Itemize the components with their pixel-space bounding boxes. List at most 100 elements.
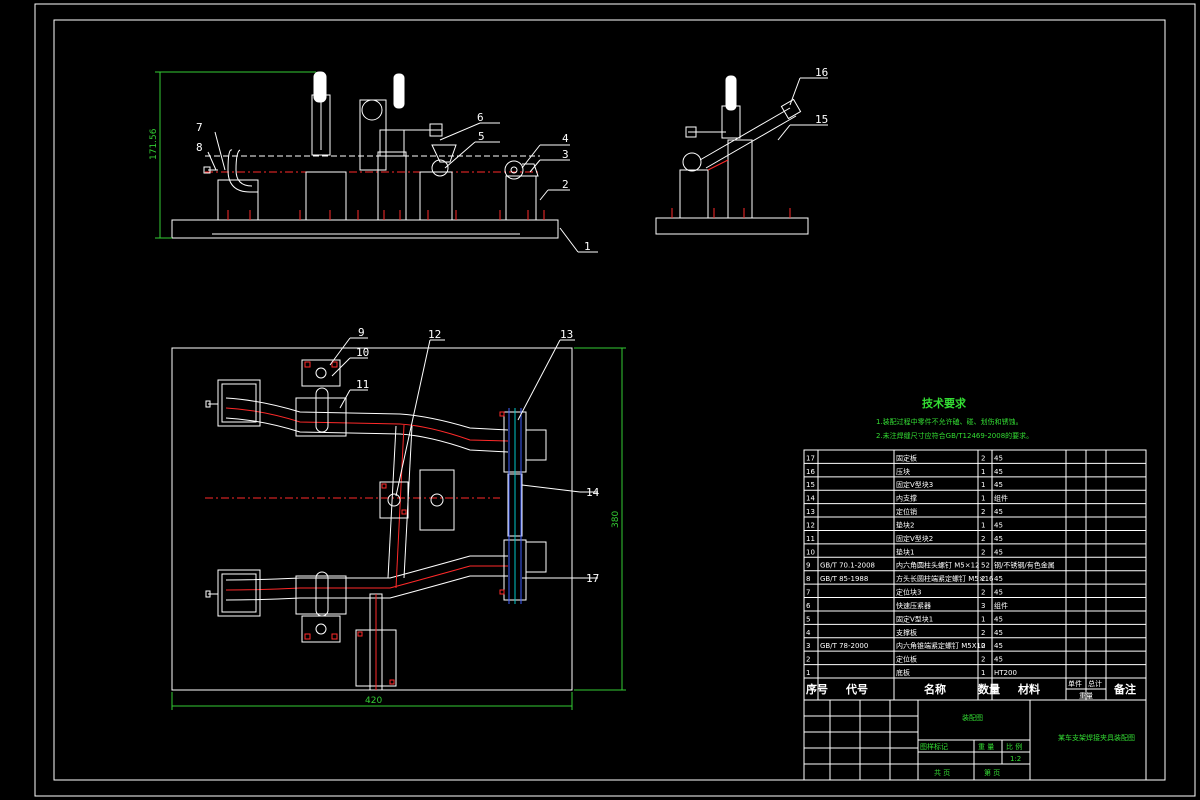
balloon-12: 12 (428, 328, 441, 341)
cell-name: 压块 (896, 467, 910, 476)
cell-material: 组件 (994, 494, 1008, 503)
cell-qty: 2 (981, 508, 985, 516)
cell-material: 45 (994, 629, 1003, 637)
cell-qty: 1 (981, 615, 985, 623)
center-v-block (419, 469, 455, 531)
header-single: 单件 (1068, 679, 1082, 688)
balloon-2: 2 (562, 178, 569, 191)
cell-name: 固定V型块1 (896, 614, 933, 623)
drawing-name: 装配图 (962, 713, 983, 722)
tech-req-line-1: 1.装配过程中零件不允许磕、碰、划伤和锈蚀。 (876, 417, 1023, 426)
cell-no: 7 (806, 589, 810, 597)
cell-material: 45 (994, 615, 1003, 623)
front-view-balloons: 7 8 6 5 4 3 2 1 (196, 111, 598, 253)
stage-mark: 图样标记 (920, 742, 948, 751)
weight-label: 重 量 (978, 743, 994, 751)
cell-qty: 1 (981, 521, 985, 529)
cell-qty: 2 (981, 535, 985, 543)
cell-name: 固定板 (896, 453, 917, 462)
support-column-2 (377, 151, 407, 221)
inner-frame (53, 19, 1166, 781)
lower-pipe (225, 555, 508, 581)
header-weight: 重量 (1079, 692, 1093, 700)
cell-qty: 1 (981, 669, 985, 677)
cell-name: 垫块1 (896, 547, 914, 556)
header-name: 名称 (924, 682, 946, 696)
pad-upper (301, 359, 341, 387)
cell-code: GB/T 70.1-2008 (820, 562, 875, 570)
balloon-3: 3 (562, 148, 569, 161)
scale-label: 比 例 (1006, 742, 1022, 751)
cell-material: 45 (994, 575, 1003, 583)
cell-material: 45 (994, 642, 1003, 650)
top-width-dim: 420 (365, 696, 382, 706)
cell-name: 快速压紧器 (896, 601, 931, 610)
cell-qty: 2 (981, 656, 985, 664)
cell-no: 4 (806, 629, 811, 637)
cell-name: 定位块3 (896, 588, 921, 597)
cell-material: 45 (994, 548, 1003, 556)
balloon-11: 11 (356, 378, 369, 391)
tech-requirements: 技术要求 1.装配过程中零件不允许磕、碰、划伤和锈蚀。 2.未注焊缝尺寸应符合G… (876, 396, 1033, 440)
cell-material: 钢/不锈钢/有色金属 (994, 561, 1055, 570)
cell-qty: 1 (981, 481, 985, 489)
cell-material: 45 (994, 508, 1003, 516)
pad-lower (301, 615, 341, 643)
balloon-8: 8 (196, 141, 203, 154)
cell-qty: 2 (981, 575, 985, 583)
v-block-lower (295, 575, 347, 615)
base-plate (171, 219, 559, 239)
title-block: 装配图 某车支架焊接夹具装配图 图样标记 重 量 比 例 1:2 共 页 第 页 (803, 699, 1147, 781)
balloon-10: 10 (356, 346, 369, 359)
cell-no: 10 (806, 548, 815, 556)
cell-no: 2 (806, 656, 810, 664)
cell-material: 45 (994, 521, 1003, 529)
balloon-16: 16 (815, 66, 828, 79)
side-view: 16 15 (655, 66, 828, 235)
left-curved-pipe (227, 149, 258, 193)
balloon-5: 5 (478, 130, 485, 143)
cell-name: 内六角圆柱头螺钉 M5×12 (896, 561, 980, 570)
cell-name: 内六角锥端紧定螺钉 M5X10 (896, 641, 985, 650)
header-code: 代号 (845, 682, 868, 696)
outer-frame (34, 3, 1196, 797)
cell-material: 45 (994, 481, 1003, 489)
cell-qty: 2 (981, 642, 985, 650)
cell-name: 底板 (896, 668, 910, 677)
cell-name: 垫块2 (896, 520, 914, 529)
cell-no: 16 (806, 468, 815, 476)
side-clamp-handle (725, 75, 737, 111)
clamp-handle-2 (393, 73, 405, 109)
header-remark: 备注 (1113, 682, 1136, 696)
cell-no: 5 (806, 615, 810, 623)
scale-value: 1:2 (1010, 755, 1021, 763)
cell-name: 定位板 (896, 655, 917, 664)
upper-pipe (225, 397, 509, 431)
sheet-no: 第 页 (984, 768, 1000, 777)
cell-qty: 1 (981, 495, 985, 503)
cell-name: 固定V型块2 (896, 534, 933, 543)
header-no: 序号 (806, 682, 828, 696)
cell-no: 12 (806, 521, 815, 529)
cell-no: 3 (806, 642, 810, 650)
support-column-1 (305, 171, 347, 221)
cell-qty: 2 (981, 548, 985, 556)
top-base-plate (171, 347, 573, 691)
header-material: 材料 (1018, 682, 1040, 696)
top-view: 420 380 (171, 347, 626, 710)
cell-material: 45 (994, 454, 1003, 462)
cell-no: 6 (806, 602, 811, 610)
lower-left-block (217, 569, 261, 617)
balloon-9: 9 (358, 326, 365, 339)
cell-code: GB/T 85-1988 (820, 575, 868, 583)
cell-name: 固定V型块3 (896, 480, 933, 489)
top-view-balloons: 9 10 11 12 13 14 17 (329, 326, 600, 585)
balloon-17: 17 (586, 572, 599, 585)
front-height-dim: 171.56 (149, 128, 159, 160)
cell-no: 13 (806, 508, 815, 516)
cell-material: 组件 (994, 601, 1008, 610)
cell-name: 支撑板 (896, 628, 917, 637)
front-view: 171.56 (149, 71, 559, 239)
